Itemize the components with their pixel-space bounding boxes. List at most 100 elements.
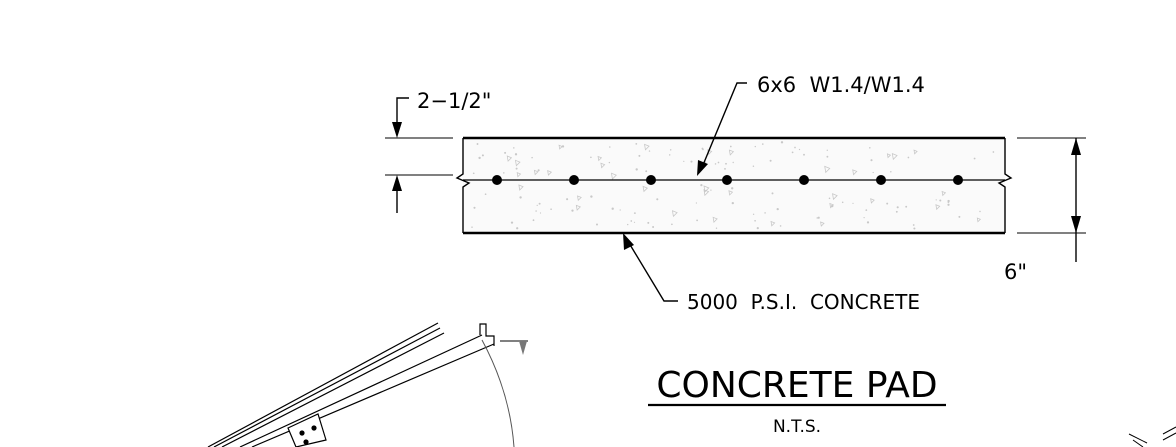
stipple-dot	[913, 227, 916, 230]
stipple-dot	[633, 212, 636, 215]
stipple-aggregate	[642, 185, 649, 193]
stipple-dot	[798, 148, 801, 151]
stipple-aggregate	[712, 216, 718, 223]
thickness-dimension-label: 6"	[1004, 260, 1027, 284]
stipple-dot	[828, 197, 831, 200]
symbol-stroke-1	[1128, 433, 1148, 444]
detail-title: CONCRETE PAD	[656, 365, 937, 406]
stipple-dot	[710, 189, 712, 191]
stipple-dot	[571, 209, 574, 212]
thickness-arrow-bottom	[1071, 216, 1081, 233]
stipple-dot	[939, 199, 942, 202]
stipple-dot	[731, 187, 734, 190]
concrete-leader-arrow	[623, 233, 634, 250]
stipple-dot	[635, 168, 638, 171]
stipple-dot	[532, 219, 535, 222]
slab-section	[455, 136, 1013, 235]
stipple-dot	[609, 146, 611, 148]
rail-line-3	[221, 332, 445, 447]
stipple-aggregate	[600, 162, 606, 169]
stipple-dot	[973, 157, 976, 160]
stipple-dot	[590, 156, 592, 159]
stipple-dot	[504, 151, 507, 154]
stipple-dot	[905, 205, 908, 208]
stipple-aggregate	[703, 189, 710, 197]
stipple-dot	[714, 163, 717, 165]
stipple-aggregate	[644, 143, 650, 151]
concrete-callout: 5000 P.S.I. CONCRETE	[623, 233, 920, 314]
stipple-dot	[729, 145, 732, 148]
cover-arrow-bottom	[392, 175, 402, 191]
stipple-aggregate	[575, 204, 581, 211]
stipple-dot	[669, 149, 672, 151]
stipple-aggregate	[516, 172, 522, 178]
stipple-dot	[481, 154, 484, 157]
stipple-dot	[935, 199, 937, 201]
stipple-dot	[702, 148, 704, 151]
cover-leader	[396, 97, 409, 122]
stipple-aggregate	[941, 190, 947, 197]
stipple-dot	[780, 141, 784, 144]
rail-line-1	[207, 322, 439, 447]
stipple-aggregate	[558, 144, 563, 150]
stipple-aggregate	[703, 185, 710, 193]
concrete-stipple-hatch	[471, 141, 995, 230]
stipple-dot	[656, 198, 659, 201]
stipple-dot	[652, 226, 655, 228]
stipple-dot	[635, 142, 638, 145]
stipple-dot	[476, 143, 479, 145]
stipple-dot	[979, 210, 981, 213]
stipple-dot	[826, 149, 828, 151]
stipple-dot	[537, 169, 540, 172]
stipple-dot	[647, 221, 650, 224]
stipple-dot	[473, 206, 476, 209]
stipple-aggregate	[870, 198, 875, 204]
stipple-dot	[516, 227, 519, 230]
stipple-dot	[870, 159, 873, 162]
wire-dot	[722, 175, 732, 185]
stipple-aggregate	[671, 210, 678, 218]
stipple-dot	[645, 170, 648, 173]
detail-title-block: CONCRETE PAD N.T.S.	[648, 365, 946, 437]
stipple-dot	[756, 227, 759, 230]
stipple-dot	[866, 221, 870, 224]
symbol-stroke-3	[1162, 426, 1176, 435]
partial-adjacent-detail	[207, 322, 528, 447]
stipple-dot	[791, 151, 794, 154]
wire-dot	[953, 175, 963, 185]
stipple-dot	[817, 216, 820, 219]
stipple-aggregate	[824, 165, 831, 174]
stipple-dot	[536, 204, 538, 207]
stipple-dot	[550, 208, 552, 211]
stipple-aggregate	[610, 172, 617, 180]
stipple-dot	[947, 203, 950, 206]
stipple-dot	[896, 206, 899, 209]
stipple-dot	[764, 212, 766, 214]
stipple-dot	[794, 146, 796, 149]
stipple-dot	[668, 154, 671, 156]
stipple-dot	[958, 215, 961, 218]
stipple-dot	[700, 184, 703, 187]
stipple-dot	[779, 225, 782, 227]
wire-dot	[876, 175, 886, 185]
stipple-dot	[515, 167, 518, 170]
stipple-dot	[648, 150, 651, 152]
stipple-dot	[852, 202, 854, 204]
bolt-hole-3	[303, 439, 309, 445]
stipple-dot	[803, 153, 805, 156]
stipple-dot	[696, 219, 699, 222]
stipple-dot	[907, 156, 910, 159]
wire-dot	[569, 175, 579, 185]
cover-arrow-top	[392, 122, 402, 138]
stipple-dot	[869, 147, 871, 149]
stipple-dot	[538, 202, 541, 205]
stipple-dot	[754, 145, 756, 148]
stipple-dot	[771, 192, 774, 195]
stipple-dot	[608, 161, 611, 164]
symbol-stroke-4	[1162, 432, 1176, 441]
stipple-aggregate	[913, 149, 918, 155]
stipple-dot	[510, 221, 514, 224]
stipple-dot	[872, 171, 874, 174]
stipple-dot	[561, 145, 565, 148]
